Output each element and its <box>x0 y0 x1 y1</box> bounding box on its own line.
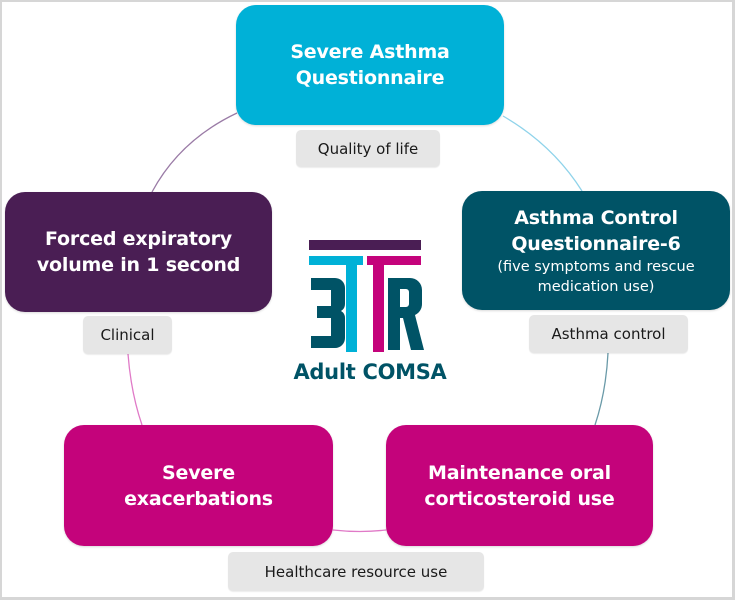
outcome-subtitle-line: (five symptoms and rescue <box>497 258 695 275</box>
domain-label-asthma-control: Asthma control <box>529 315 688 353</box>
outcome-box-oral-corticosteroid-use: Maintenance oral corticosteroid use <box>386 425 653 546</box>
outcome-box-severe-asthma-questionnaire: Severe Asthma Questionnaire <box>236 5 504 125</box>
logo-t2-stem <box>373 256 384 352</box>
arc-acq-ocs <box>594 352 609 426</box>
arc-saq-acq <box>502 115 583 192</box>
domain-label-healthcare-resource-use: Healthcare resource use <box>228 552 484 591</box>
logo-top-bar <box>309 240 421 250</box>
logo-t1-stem <box>346 256 357 352</box>
outcome-title-line: Severe Asthma <box>290 41 450 63</box>
domain-label-clinical: Clinical <box>83 316 172 354</box>
outcome-title-line: Questionnaire-6 <box>511 232 681 255</box>
3tr-logo <box>309 240 424 352</box>
outcome-subtitle-line: medication use) <box>537 278 655 295</box>
domain-label-quality-of-life: Quality of life <box>296 130 440 167</box>
outcome-box-severe-exacerbations: Severe exacerbations <box>64 425 333 546</box>
outcome-title-line: volume in 1 second <box>36 254 241 276</box>
outcome-box-fev1: Forced expiratory volume in 1 second <box>5 192 272 312</box>
outcome-title-line: Maintenance oral <box>428 461 611 484</box>
outcome-box-asthma-control-questionnaire: Asthma Control Questionnaire-6 (five sym… <box>462 191 730 310</box>
logo-digit-3 <box>311 278 346 348</box>
arc-fev-exa <box>127 353 143 426</box>
arc-saq-fev <box>151 112 238 193</box>
outcome-title-line: Questionnaire <box>295 67 445 89</box>
logo-caption: Adult COMSA <box>293 360 447 384</box>
outcome-title-line: exacerbations <box>124 487 273 510</box>
outcome-title-line: corticosteroid use <box>424 487 615 510</box>
outcome-title-line: Forced expiratory <box>45 228 232 250</box>
logo-t1-bar <box>309 256 363 265</box>
logo-letter-r <box>388 278 424 350</box>
outcome-title-line: Severe <box>162 461 235 484</box>
outcome-title-line: Asthma Control <box>514 206 678 229</box>
logo-t2-bar <box>367 256 421 265</box>
arc-exa-ocs <box>332 529 387 533</box>
